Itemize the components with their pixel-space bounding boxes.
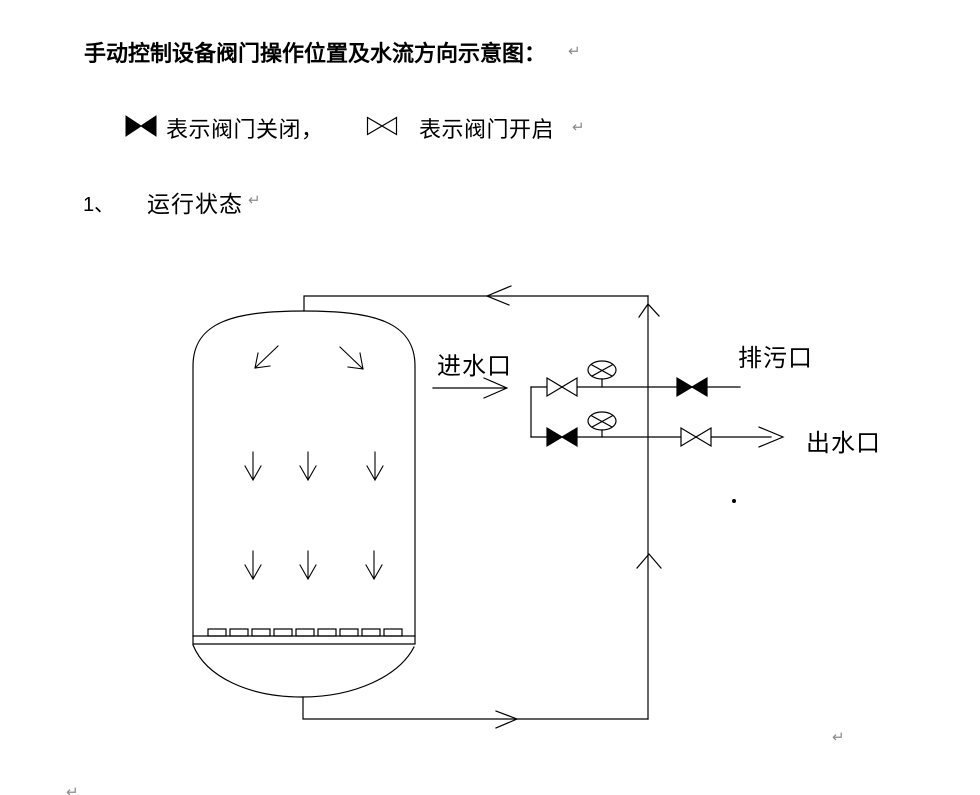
paragraph-return-icon: ↵ [248, 192, 261, 209]
page-title: 手动控制设备阀门操作位置及水流方向示意图： [84, 41, 547, 66]
outlet-label: 出水口 [806, 431, 881, 457]
tank-shell [192, 310, 416, 644]
paragraph-return-icon: ↵ [568, 43, 581, 60]
inlet-label: 进水口 [437, 354, 512, 380]
pressure-gauge-bottom [587, 411, 617, 438]
bottom-pipe-right-arrowhead [495, 710, 519, 729]
inlet-arrow [432, 377, 508, 399]
riser-up-arrowhead-top [638, 303, 660, 318]
tank-flow-arrows [244, 345, 384, 581]
riser-up-arrowhead-mid [636, 553, 662, 569]
closed-valve-legend-label: 表示阀门关闭， [166, 117, 324, 142]
paragraph-return-icon: ↵ [66, 784, 79, 795]
bottom-pipe [302, 696, 649, 720]
distributor-plate [192, 635, 416, 645]
paragraph-return-icon: ↵ [832, 729, 845, 746]
stray-dot [732, 499, 736, 503]
inlet-top-valve-open [546, 376, 578, 398]
bottom-left-valve-closed [546, 426, 578, 448]
section-number: 1、 [83, 194, 115, 216]
drain-valve-closed [676, 376, 708, 398]
nozzle-row [207, 628, 403, 637]
paragraph-return-icon: ↵ [572, 119, 585, 136]
open-valve-icon [366, 116, 398, 136]
top-pipe [303, 295, 649, 312]
closed-valve-icon [124, 114, 158, 138]
outlet-arrowhead [758, 426, 785, 448]
drain-label: 排污口 [738, 346, 813, 372]
open-valve-legend-label: 表示阀门开启 [419, 117, 555, 142]
pressure-gauge-top [587, 360, 617, 388]
top-pipe-left-arrowhead [486, 285, 512, 306]
section-title: 运行状态 [147, 192, 243, 217]
tank-bottom-dish [192, 644, 415, 698]
outlet-valve-open [680, 426, 712, 448]
